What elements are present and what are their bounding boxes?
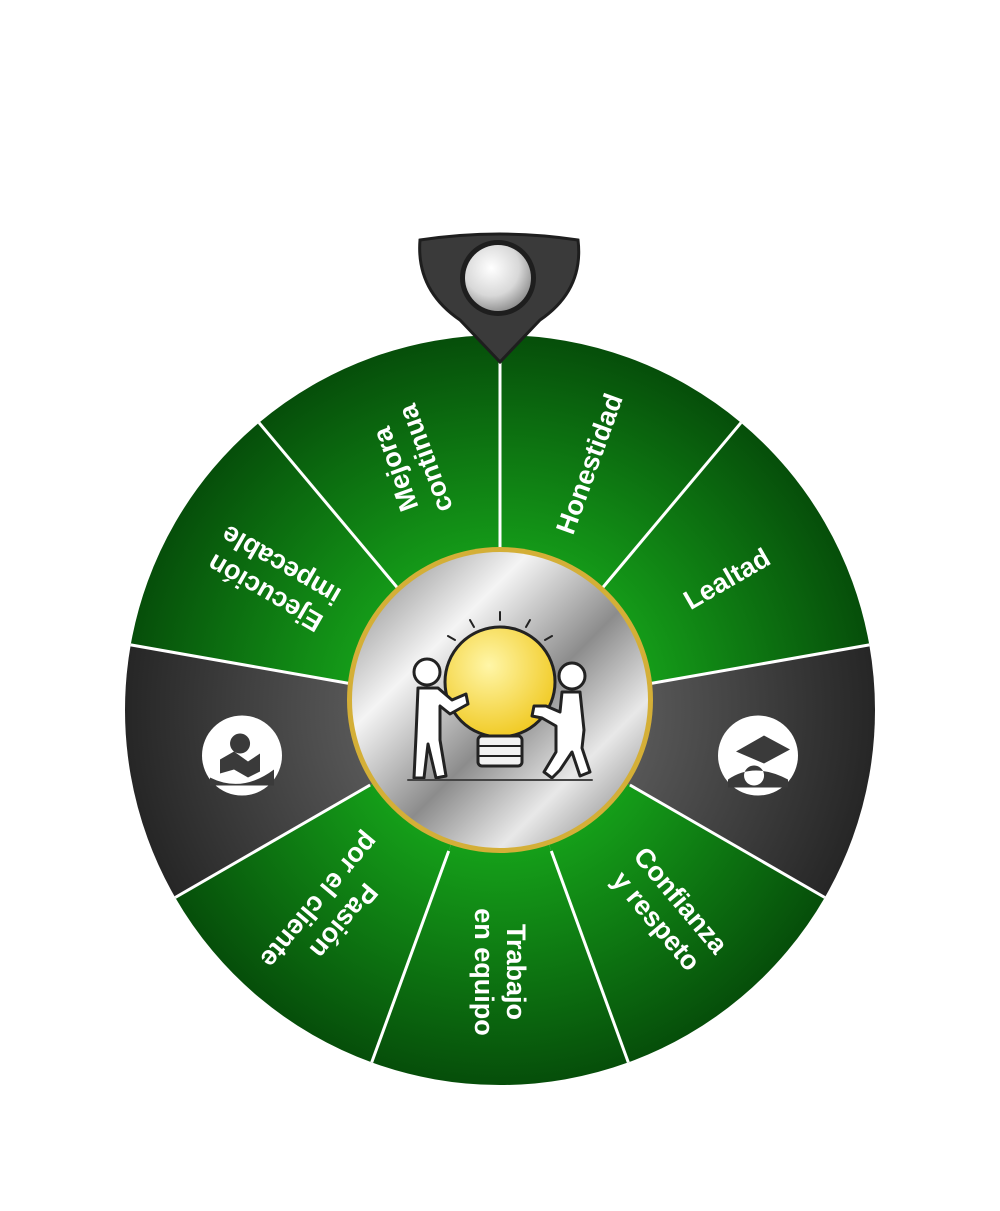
segment-divider [130,643,353,686]
teamwork-lightbulb-icon [407,611,593,781]
reading-person-icon [202,715,282,796]
segment-label-line: en equipo [469,908,499,1036]
segment-label-line: Trabajo [501,924,531,1020]
segment-label: Trabajoen equipo [469,908,531,1036]
segment-divider [174,783,371,899]
hub[interactable] [347,547,653,853]
segment-divider [549,850,630,1063]
wheel-dividers [130,335,870,1063]
wheel-segment [371,710,629,1086]
segment-divider [370,850,451,1063]
graduation-cap-icon [718,715,798,796]
segment-divider [629,783,826,899]
pointer-knob [465,245,531,311]
segment-divider [647,643,870,686]
pointer-pin-icon [418,232,581,365]
segment-divider [595,421,743,597]
segment-divider [257,421,405,597]
